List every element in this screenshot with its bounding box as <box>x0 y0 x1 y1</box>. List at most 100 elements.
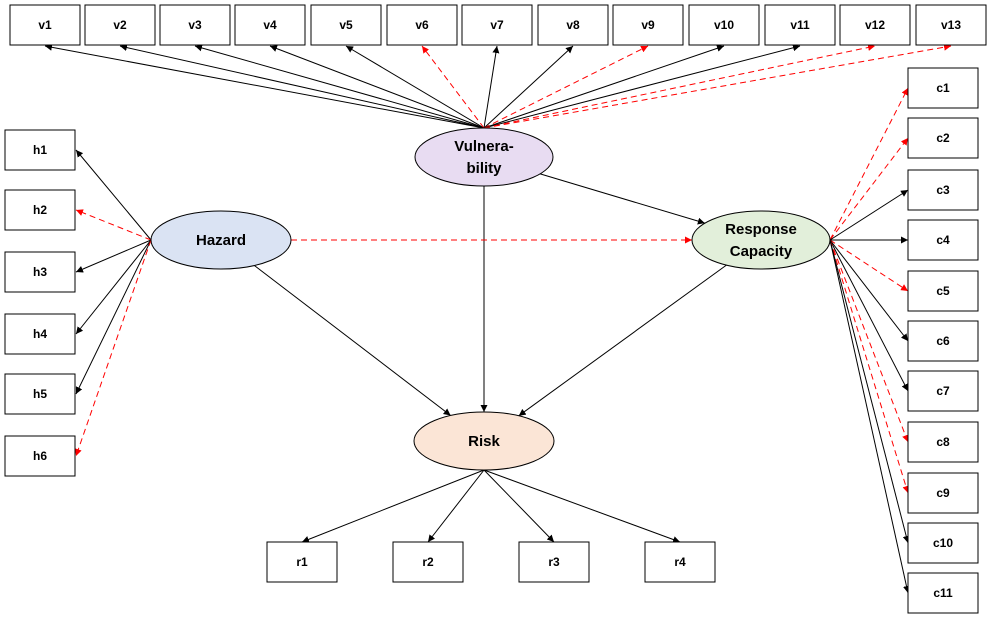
indicator-box <box>9 4 81 46</box>
edge-response-to-c6 <box>829 239 909 342</box>
indicator-box <box>4 313 76 355</box>
edge-hazard-to-h2 <box>75 209 152 241</box>
edge-response-to-c5 <box>829 239 909 292</box>
indicator-box <box>907 270 979 312</box>
edge-vulnerability-to-v7 <box>483 45 500 129</box>
indicator-label: c1 <box>936 81 950 95</box>
latent-label-vulnerability: bility <box>466 160 502 177</box>
indicator-box <box>764 4 836 46</box>
edge-vulnerability-to-v9 <box>483 45 649 129</box>
indicator-v3: v3 <box>159 4 231 46</box>
indicator-h2: h2 <box>4 189 76 231</box>
indicator-box <box>392 541 464 583</box>
latent-label-hazard: Hazard <box>196 232 246 249</box>
indicator-box <box>4 435 76 477</box>
edge-response-to-c2 <box>829 137 909 241</box>
indicator-label: h3 <box>33 265 47 279</box>
edge-response-to-c10 <box>829 239 910 544</box>
indicator-label: v10 <box>714 18 734 32</box>
indicator-label: v9 <box>641 18 655 32</box>
indicator-v11: v11 <box>764 4 836 46</box>
indicator-box <box>159 4 231 46</box>
latent-ellipse-risk <box>413 411 555 471</box>
edge-vulnerability-to-v1 <box>44 43 485 129</box>
indicator-label: c8 <box>936 435 950 449</box>
latent-node-vulnerability: Vulnera-bility <box>414 127 554 187</box>
indicator-v7: v7 <box>461 4 533 46</box>
indicator-label: v13 <box>941 18 961 32</box>
indicator-box <box>907 370 979 412</box>
indicator-v8: v8 <box>537 4 609 46</box>
indicator-label: r4 <box>674 555 686 569</box>
edge-vulnerability-to-v10 <box>483 44 725 129</box>
indicator-label: v3 <box>188 18 202 32</box>
edge-vulnerability-to-v3 <box>194 44 485 129</box>
indicator-label: r3 <box>548 555 560 569</box>
edge-vulnerability-to-v2 <box>119 44 485 129</box>
edge-hazard-to-h5 <box>75 239 152 395</box>
edge-hazard-to-risk <box>254 265 451 416</box>
indicator-r4: r4 <box>644 541 716 583</box>
indicator-box <box>234 4 306 46</box>
edge-hazard-to-h3 <box>75 239 152 273</box>
indicator-box <box>4 189 76 231</box>
indicator-c3: c3 <box>907 169 979 211</box>
indicator-label: h6 <box>33 449 47 463</box>
edge-vulnerability-to-v4 <box>269 45 485 129</box>
indicator-box <box>386 4 458 46</box>
edge-vulnerability-to-v8 <box>483 45 574 129</box>
latent-ellipse-vulnerability <box>414 127 554 187</box>
indicator-v5: v5 <box>310 4 382 46</box>
indicator-r3: r3 <box>518 541 590 583</box>
indicator-v2: v2 <box>84 4 156 46</box>
indicator-box <box>915 4 987 46</box>
indicator-label: r1 <box>296 555 308 569</box>
indicator-box <box>907 219 979 261</box>
indicator-label: c7 <box>936 384 950 398</box>
indicator-c8: c8 <box>907 421 979 463</box>
latent-label-risk: Risk <box>468 433 500 450</box>
indicator-c11: c11 <box>907 572 979 614</box>
edge-response-to-c9 <box>829 239 910 494</box>
indicator-v10: v10 <box>688 4 760 46</box>
edge-response-to-c8 <box>829 239 909 443</box>
indicator-box <box>907 320 979 362</box>
indicator-label: r2 <box>422 555 434 569</box>
indicator-box <box>839 4 911 46</box>
indicator-c10: c10 <box>907 522 979 564</box>
edge-response-to-risk <box>518 264 727 417</box>
indicator-c5: c5 <box>907 270 979 312</box>
edge-hazard-to-h1 <box>75 149 152 241</box>
indicator-label: c5 <box>936 284 950 298</box>
edge-vulnerability-to-response <box>540 173 705 225</box>
indicator-h6: h6 <box>4 435 76 477</box>
indicator-v12: v12 <box>839 4 911 46</box>
latent-node-risk: Risk <box>413 411 555 471</box>
indicator-label: c9 <box>936 486 950 500</box>
edge-vulnerability-to-v12 <box>483 44 876 129</box>
indicator-label: v12 <box>865 18 885 32</box>
indicator-label: v4 <box>263 18 277 32</box>
indicator-box <box>266 541 338 583</box>
latent-label-response: Response <box>725 221 797 238</box>
indicator-box <box>612 4 684 46</box>
latent-ellipse-hazard <box>150 210 292 270</box>
indicator-v13: v13 <box>915 4 987 46</box>
indicator-box <box>907 117 979 159</box>
indicator-label: v7 <box>490 18 504 32</box>
indicator-box <box>907 169 979 211</box>
indicator-label: c4 <box>936 233 950 247</box>
indicator-box <box>518 541 590 583</box>
indicator-label: c6 <box>936 334 950 348</box>
edge-vulnerability-to-v11 <box>483 44 801 129</box>
edge-risk-to-r2 <box>427 469 485 543</box>
latent-label-vulnerability: Vulnera- <box>454 138 513 155</box>
indicator-box <box>4 251 76 293</box>
indicator-box <box>461 4 533 46</box>
indicator-box <box>907 572 979 614</box>
indicator-box <box>644 541 716 583</box>
indicator-label: h4 <box>33 327 47 341</box>
indicator-label: h5 <box>33 387 47 401</box>
indicator-box <box>907 421 979 463</box>
